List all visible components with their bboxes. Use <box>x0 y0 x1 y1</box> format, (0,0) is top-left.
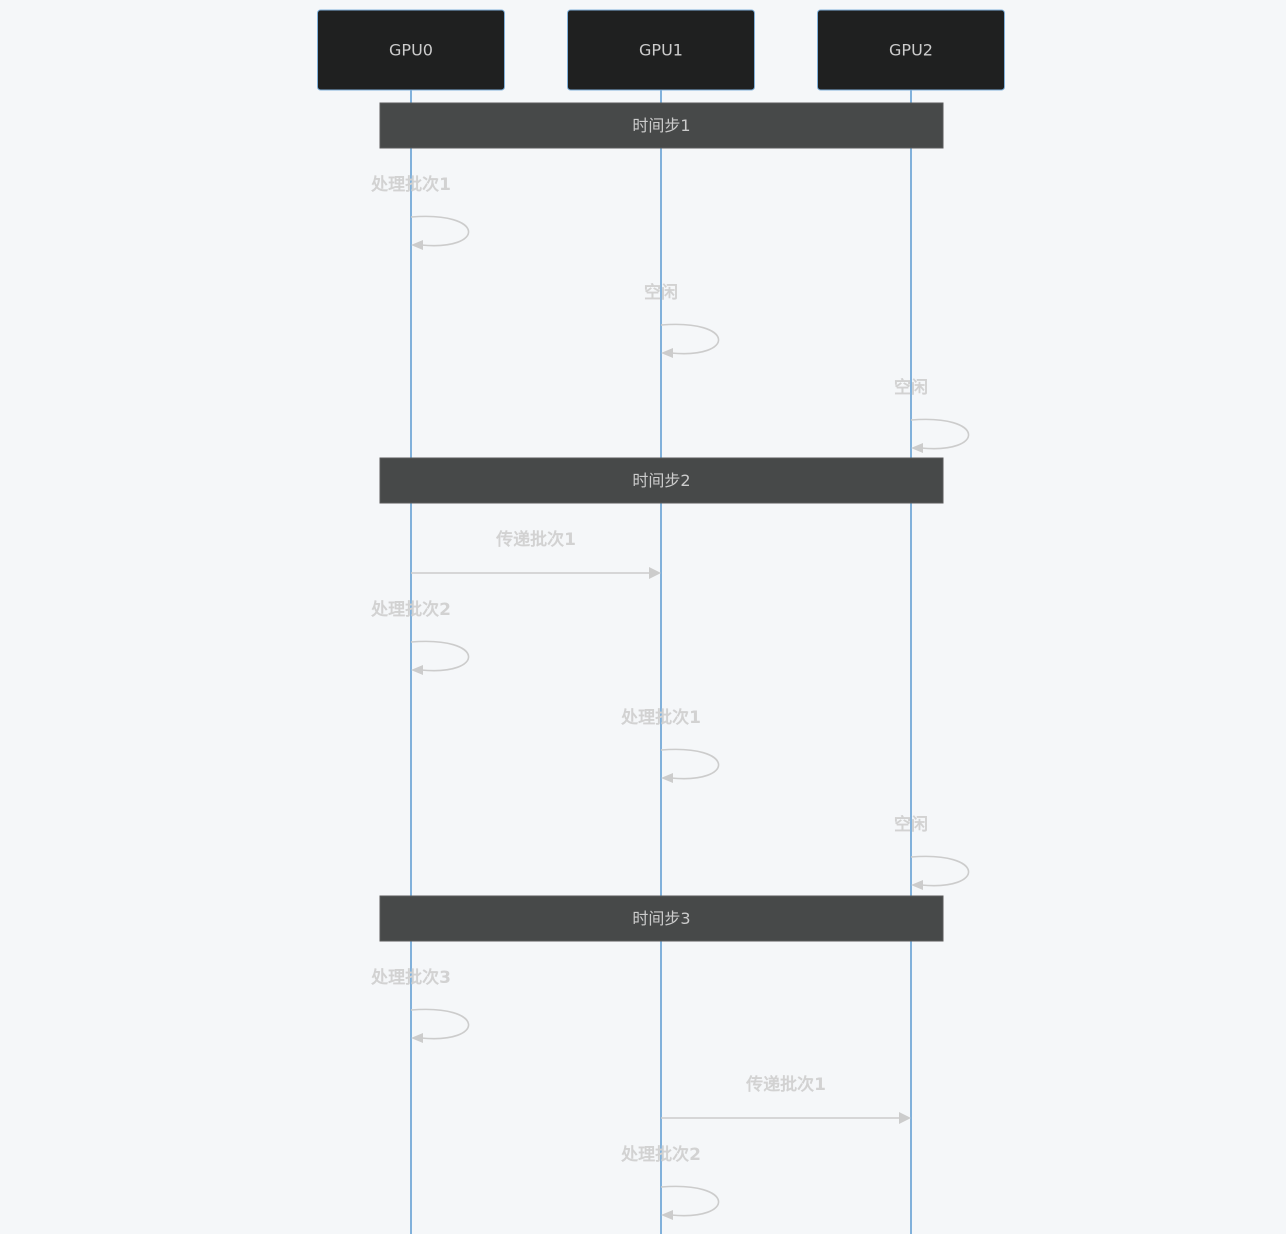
self-message-loop <box>660 323 720 355</box>
self-message-loop <box>910 418 970 450</box>
self-message-label: 处理批次3 <box>370 967 451 988</box>
note-time-step: 时间步1 <box>379 102 944 149</box>
self-message-label: 处理批次2 <box>370 599 451 620</box>
self-message: 处理批次3 <box>370 967 470 1043</box>
self-message: 处理批次1 <box>620 707 720 783</box>
self-message-label: 处理批次2 <box>620 1144 701 1165</box>
self-message-label: 空闲 <box>644 282 678 303</box>
message-label: 传递批次1 <box>745 1074 826 1095</box>
note-box <box>379 895 944 942</box>
self-message-label: 处理批次1 <box>620 707 701 728</box>
diagram-steps: 时间步1处理批次1空闲空闲时间步2传递批次1处理批次2处理批次1空闲时间步3处理… <box>370 102 970 1220</box>
self-message-loop <box>660 1185 720 1217</box>
self-message: 空闲 <box>894 377 970 453</box>
actor-label: GPU2 <box>889 41 933 60</box>
lifelines <box>410 90 912 1234</box>
arrowhead-icon <box>411 1033 423 1043</box>
note-box <box>379 457 944 504</box>
arrowhead-icon <box>661 1210 673 1220</box>
note-box <box>379 102 944 149</box>
arrowhead-icon <box>411 665 423 675</box>
self-message-loop <box>410 1008 470 1040</box>
note-text: 时间步1 <box>632 116 690 135</box>
self-message: 处理批次2 <box>620 1144 720 1220</box>
note-text: 时间步3 <box>632 909 690 928</box>
note-time-step: 时间步2 <box>379 457 944 504</box>
actor-box <box>567 9 755 91</box>
self-message-label: 空闲 <box>894 377 928 398</box>
note-time-step: 时间步3 <box>379 895 944 942</box>
self-message: 空闲 <box>644 282 720 358</box>
self-message-loop <box>410 640 470 672</box>
self-message: 处理批次2 <box>370 599 470 675</box>
arrowhead-icon <box>899 1112 911 1124</box>
self-message-loop <box>660 748 720 780</box>
self-message-loop <box>410 215 470 247</box>
arrowhead-icon <box>411 240 423 250</box>
actor-gpu1[interactable]: GPU1 <box>567 9 755 91</box>
message-label: 传递批次1 <box>495 529 576 550</box>
actor-gpu2[interactable]: GPU2 <box>817 9 1005 91</box>
self-message-label: 空闲 <box>894 814 928 835</box>
arrowhead-icon <box>661 773 673 783</box>
arrowhead-icon <box>661 348 673 358</box>
self-message: 处理批次1 <box>370 174 470 250</box>
actor-label: GPU0 <box>389 41 433 60</box>
actors: GPU0 GPU1 GPU2 <box>317 9 1005 91</box>
message: 传递批次1 <box>661 1074 911 1124</box>
actor-box <box>317 9 505 91</box>
note-text: 时间步2 <box>632 471 690 490</box>
message: 传递批次1 <box>411 529 661 579</box>
self-message-loop <box>910 855 970 887</box>
actor-gpu0[interactable]: GPU0 <box>317 9 505 91</box>
arrowhead-icon <box>649 567 661 579</box>
arrowhead-icon <box>911 880 923 890</box>
actor-label: GPU1 <box>639 41 683 60</box>
actor-box <box>817 9 1005 91</box>
self-message-label: 处理批次1 <box>370 174 451 195</box>
arrowhead-icon <box>911 443 923 453</box>
self-message: 空闲 <box>894 814 970 890</box>
